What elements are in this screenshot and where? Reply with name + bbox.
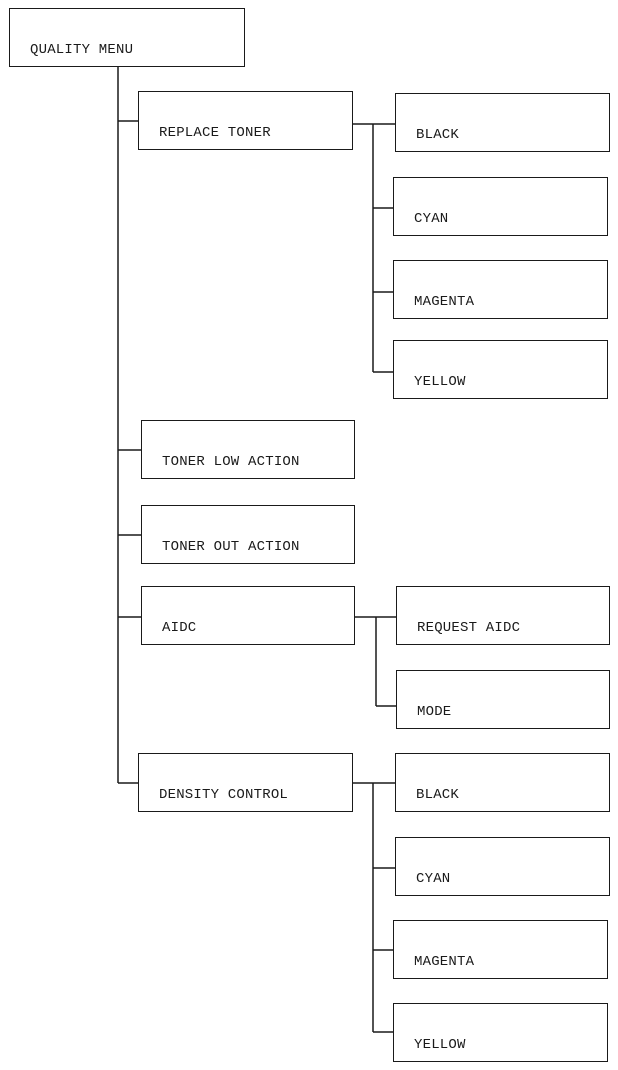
- node-label: BLACK: [416, 787, 460, 803]
- node-request-aidc: REQUEST AIDC: [396, 586, 610, 645]
- root-node-label: QUALITY MENU: [30, 42, 134, 58]
- node-label: MAGENTA: [414, 294, 475, 310]
- node-label: REQUEST AIDC: [417, 620, 521, 636]
- node-replace-toner-black: BLACK: [395, 93, 610, 152]
- node-aidc: AIDC: [141, 586, 355, 645]
- node-label: MODE: [417, 704, 452, 720]
- node-toner-out-action: TONER OUT ACTION: [141, 505, 355, 564]
- node-mode: MODE: [396, 670, 610, 729]
- node-label: BLACK: [416, 127, 460, 143]
- node-replace-toner-yellow: YELLOW: [393, 340, 608, 399]
- node-label: TONER OUT ACTION: [162, 539, 300, 555]
- node-toner-low-action: TONER LOW ACTION: [141, 420, 355, 479]
- node-label: YELLOW: [414, 374, 466, 390]
- node-label: CYAN: [416, 871, 451, 887]
- node-label: REPLACE TONER: [159, 125, 271, 141]
- node-density-control-black: BLACK: [395, 753, 610, 812]
- node-replace-toner-magenta: MAGENTA: [393, 260, 608, 319]
- node-label: TONER LOW ACTION: [162, 454, 300, 470]
- node-label: YELLOW: [414, 1037, 466, 1053]
- node-density-control-cyan: CYAN: [395, 837, 610, 896]
- node-replace-toner: REPLACE TONER: [138, 91, 353, 150]
- node-label: MAGENTA: [414, 954, 475, 970]
- node-density-control: DENSITY CONTROL: [138, 753, 353, 812]
- node-label: AIDC: [162, 620, 197, 636]
- node-replace-toner-cyan: CYAN: [393, 177, 608, 236]
- node-density-control-yellow: YELLOW: [393, 1003, 608, 1062]
- node-label: CYAN: [414, 211, 449, 227]
- root-node-quality-menu: QUALITY MENU: [9, 8, 245, 67]
- node-density-control-magenta: MAGENTA: [393, 920, 608, 979]
- node-label: DENSITY CONTROL: [159, 787, 289, 803]
